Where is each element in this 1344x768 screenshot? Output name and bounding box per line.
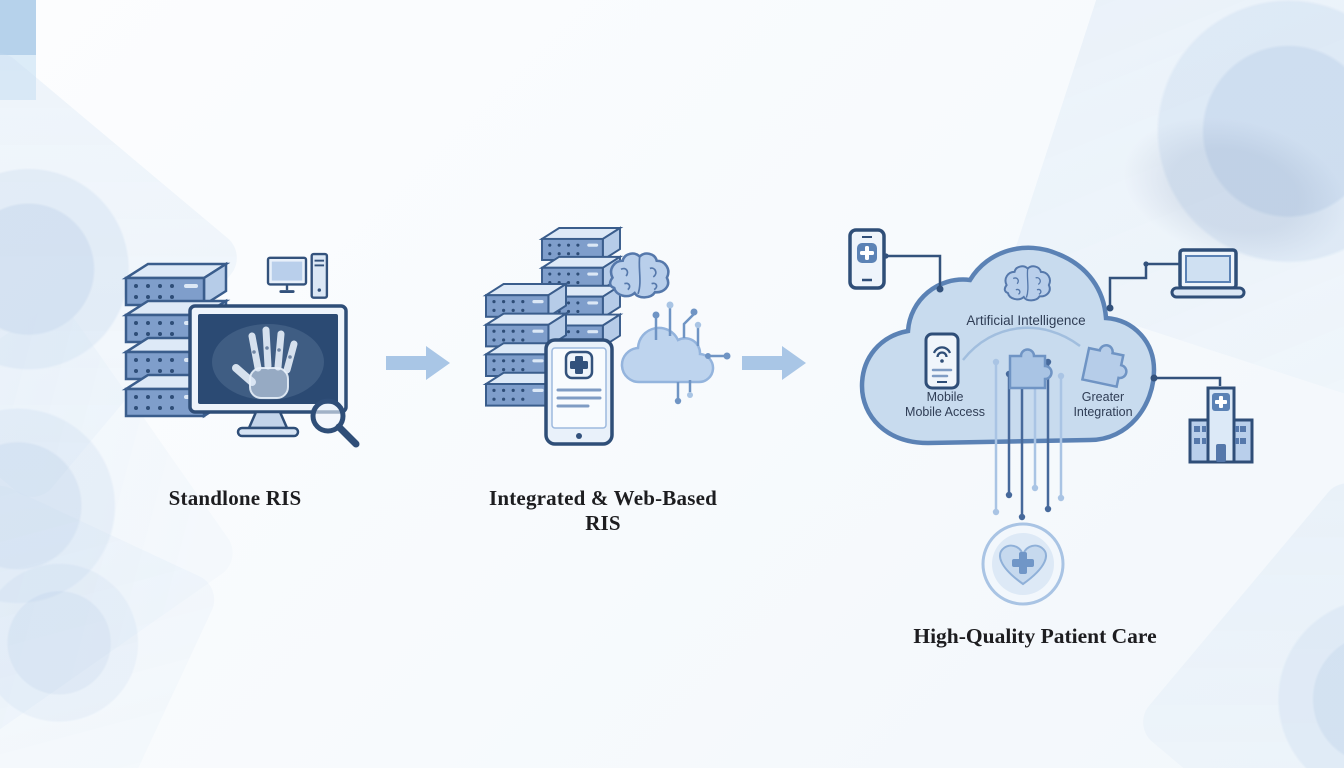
brain-icon xyxy=(608,252,670,299)
hospital-icon xyxy=(1188,386,1254,464)
integration-feature-line1: Greater xyxy=(1081,390,1125,404)
smartphone-icon xyxy=(848,228,886,290)
smartphone-wifi-icon xyxy=(924,332,960,390)
mobile-feature-line2: Mobile Access xyxy=(905,404,985,419)
stage1-label: Standlone RIS xyxy=(168,486,302,510)
outcome-label: High-Quality Patient Care xyxy=(913,624,1157,648)
stage2-label: Integrated & Web-Based RIS xyxy=(455,486,751,536)
stage2-label-line1: Integrated & Web-Based xyxy=(488,486,717,510)
hand-xray xyxy=(232,326,298,399)
mobile-feature-label: Mobile Mobile Access xyxy=(875,390,1015,420)
integration-arc xyxy=(962,326,1081,361)
flow-arrow-icon xyxy=(386,346,450,380)
ai-feature-label: Artificial Intelligence xyxy=(966,313,1086,328)
cloud-platform xyxy=(859,245,1157,446)
connector-line xyxy=(1106,261,1180,312)
heart-cross-icon xyxy=(999,544,1047,586)
connector-line xyxy=(1150,374,1222,386)
background-corner-tab xyxy=(0,0,36,100)
flow-arrow-icon xyxy=(742,346,806,380)
brain-icon xyxy=(1003,265,1051,302)
laptop-icon xyxy=(1170,248,1246,299)
integrated-ris-illustration xyxy=(484,227,731,446)
integration-feature-label: Greater Integration xyxy=(1040,390,1166,420)
background-xray-shape xyxy=(0,477,223,768)
patient-care-circle xyxy=(981,522,1065,606)
xray-monitor-icon xyxy=(188,304,348,438)
standalone-ris-illustration xyxy=(124,252,360,448)
integration-feature-line2: Integration xyxy=(1073,404,1133,419)
mobile-feature-line1: Mobile xyxy=(926,390,964,404)
connector-line xyxy=(883,253,944,293)
stage2-label-line2: RIS xyxy=(585,511,621,535)
network-cloud-icon xyxy=(620,301,731,405)
desktop-computer-icon xyxy=(266,252,329,299)
puzzle-piece-icon xyxy=(1008,348,1053,390)
cloud-ris-illustration xyxy=(848,228,1254,606)
puzzle-piece-icon xyxy=(1080,344,1128,389)
magnifier-icon xyxy=(310,398,360,448)
medical-tablet-icon xyxy=(544,338,614,446)
